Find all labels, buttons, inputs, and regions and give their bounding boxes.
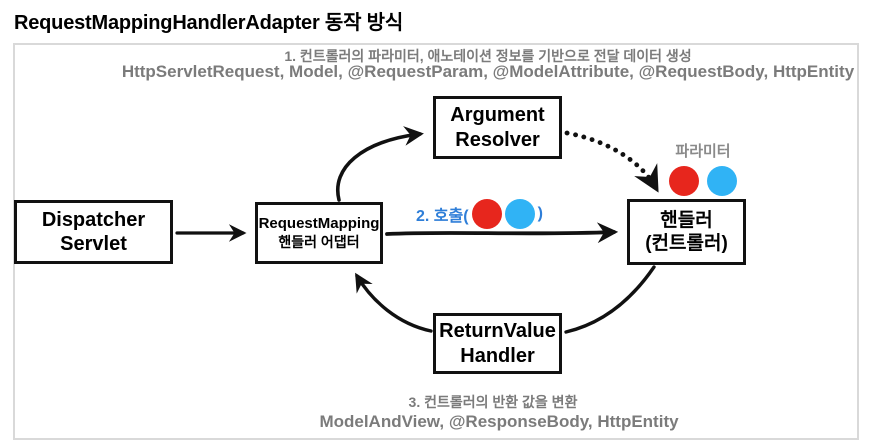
node-argument-resolver-line2: Resolver bbox=[455, 128, 540, 151]
node-argument-resolver-line1: Argument bbox=[450, 104, 545, 127]
annotation-step1: 1. 컨트롤러의 파라미터, 애노테이션 정보를 기반으로 전달 데이터 생성 bbox=[284, 48, 692, 64]
node-handler-controller: 핸들러 (컨트롤러) bbox=[627, 199, 746, 265]
page-title: RequestMappingHandlerAdapter 동작 방식 bbox=[14, 12, 404, 34]
node-return-value-handler-line2: Handler bbox=[460, 344, 535, 367]
parameter-red-circle bbox=[669, 166, 699, 196]
call-annotation-suffix: ) bbox=[537, 205, 543, 222]
node-return-value-handler-line1: ReturnValue bbox=[439, 320, 556, 343]
parameter-blue-circle bbox=[707, 166, 737, 196]
node-dispatcher-servlet-line2: Servlet bbox=[60, 233, 127, 255]
call-arg-blue-circle bbox=[504, 199, 535, 229]
node-dispatcher-servlet-line1: Dispatcher bbox=[41, 208, 146, 231]
call-annotation: 2. 호출( ) bbox=[416, 198, 543, 230]
node-request-mapping-adapter-line2: 핸들러 어댑터 bbox=[278, 233, 360, 250]
node-handler-controller-line2: (컨트롤러) bbox=[645, 233, 728, 254]
node-dispatcher-servlet: Dispatcher Servlet bbox=[14, 200, 173, 264]
annotation-step1-types: HttpServletRequest, Model, @RequestParam… bbox=[121, 62, 855, 81]
call-arg-red-circle bbox=[471, 199, 502, 229]
node-request-mapping-adapter-line1: RequestMapping bbox=[258, 215, 380, 233]
node-handler-controller-line1: 핸들러 bbox=[660, 209, 713, 231]
annotation-step3-types: ModelAndView, @ResponseBody, HttpEntity bbox=[319, 412, 679, 431]
annotation-step3: 3. 컨트롤러의 반환 값을 변환 bbox=[408, 394, 578, 410]
parameter-label: 파라미터 bbox=[675, 143, 731, 160]
parameter-circles bbox=[669, 166, 737, 196]
node-argument-resolver: Argument Resolver bbox=[433, 96, 562, 159]
call-annotation-prefix: 2. 호출( bbox=[416, 208, 469, 225]
node-request-mapping-adapter: RequestMapping 핸들러 어댑터 bbox=[255, 202, 383, 264]
node-return-value-handler: ReturnValue Handler bbox=[433, 313, 562, 374]
